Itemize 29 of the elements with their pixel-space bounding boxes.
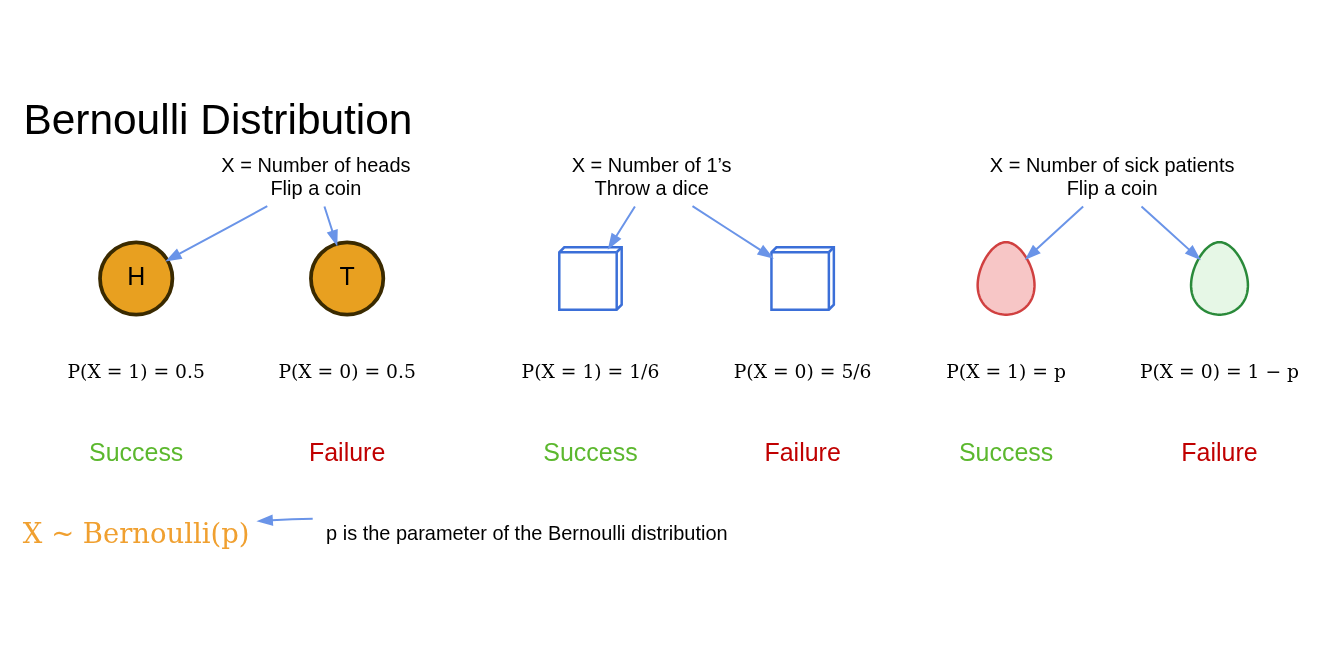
node-label: P(X = 1) = p — [946, 360, 1066, 382]
arrow — [607, 205, 636, 250]
node-text: X ~ Bernoulli(p) — [22, 517, 250, 549]
node-label: Success — [543, 437, 638, 466]
arrow — [256, 514, 314, 526]
node-text: X = Number of heads Flip a coin — [221, 154, 411, 199]
arrow — [691, 205, 774, 259]
node-label: Failure — [308, 437, 386, 466]
node-label: P(X = 0) = 0.5 — [278, 360, 416, 382]
node-person — [1189, 241, 1250, 316]
node-label: P(X = 0) = 5/6 — [733, 360, 872, 382]
node-circle: H — [98, 240, 175, 317]
node-circle: T — [309, 240, 386, 317]
arrow — [323, 205, 338, 247]
node-label: Failure — [1181, 437, 1258, 466]
node-label: Success — [89, 437, 184, 466]
arrow — [1024, 205, 1085, 261]
node-person — [976, 241, 1036, 316]
node-text: X = Number of 1’s Throw a dice — [571, 154, 732, 199]
node-label: P(X = 0) = 1 − p — [1139, 360, 1300, 382]
node-label: P(X = 1) = 0.5 — [67, 360, 205, 382]
node-label: Failure — [764, 437, 841, 466]
node-text: p is the parameter of the Bernoulli distribution — [326, 522, 728, 545]
arrow — [1140, 205, 1201, 261]
node-label: P(X = 1) = 1/6 — [521, 360, 660, 382]
node-text: X = Number of sick patients Flip a coin — [989, 154, 1235, 199]
node-label: Success — [958, 437, 1054, 466]
diagram-title: Bernoulli Distribution — [23, 95, 413, 143]
arrow — [165, 205, 269, 262]
